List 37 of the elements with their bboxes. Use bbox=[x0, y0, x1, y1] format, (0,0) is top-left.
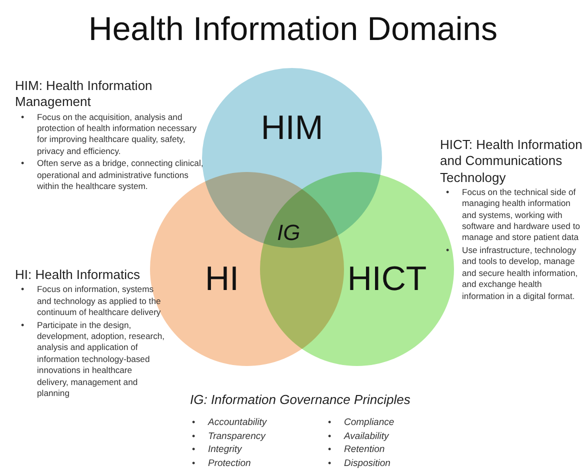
bullet-marker: • bbox=[445, 186, 450, 199]
bullet-text: Participate in the design, development, adoption, research, analysis and application of information technology-based innovations in healthcare delivery, management and planning bbox=[37, 320, 165, 400]
overlap-label: IG bbox=[277, 220, 300, 246]
bullet-marker: • bbox=[191, 417, 196, 429]
section-heading: IG: Information Governance Principles bbox=[190, 392, 410, 407]
bullet-marker: • bbox=[327, 444, 332, 456]
section-heading: HI: Health Informatics bbox=[15, 267, 141, 284]
bullet-marker: • bbox=[327, 458, 332, 470]
bullet-marker: • bbox=[20, 112, 26, 124]
bullet-marker: • bbox=[327, 430, 332, 442]
bullet-text: Often serve as a bridge, connecting clinical, operational and administrative functions within the healthcare system. bbox=[37, 158, 204, 192]
circle-label: HICT bbox=[347, 260, 427, 298]
title: Health Information Domains bbox=[87, 10, 499, 48]
bullet-text: Retention bbox=[344, 444, 385, 456]
circle-label: HI bbox=[205, 260, 239, 298]
bullet-marker: • bbox=[20, 320, 26, 332]
bullet-text: Focus on the technical side of managing health information and systems, working with software and hardware used to manage and store patient data bbox=[462, 186, 581, 244]
bullet-text: Integrity bbox=[208, 444, 242, 456]
bullet-text: Disposition bbox=[344, 458, 390, 470]
bullet-text: Protection bbox=[208, 458, 251, 470]
bullet-marker: • bbox=[20, 158, 26, 170]
section-heading: HIM: Health Information Management bbox=[15, 78, 154, 110]
bullet-marker: • bbox=[191, 444, 196, 456]
bullet-marker: • bbox=[445, 244, 450, 257]
bullet-text: Focus on the acquisition, analysis and protection of health information necessary for improving healthcare quality, safety, privacy and efficiency. bbox=[37, 112, 198, 158]
bullet-text: Availability bbox=[344, 430, 389, 442]
bullet-marker: • bbox=[191, 458, 196, 470]
bullet-text: Transparency bbox=[208, 430, 266, 442]
bullet-marker: • bbox=[327, 417, 332, 429]
bullet-text: Accountability bbox=[208, 417, 267, 429]
bullet-marker: • bbox=[191, 430, 196, 442]
bullet-text: Focus on information, systems and technology as applied to the continuum of healthcare delivery bbox=[37, 284, 162, 319]
bullet-text: Compliance bbox=[344, 417, 394, 429]
bullet-text: Use infrastructure, technology and tools to develop, manage and secure health information, and exchange health information in a digital format. bbox=[462, 244, 579, 302]
section-heading: HICT: Health Information and Communications Technology bbox=[440, 137, 584, 186]
bullet-marker: • bbox=[20, 284, 26, 296]
circle-label: HIM bbox=[260, 108, 324, 148]
